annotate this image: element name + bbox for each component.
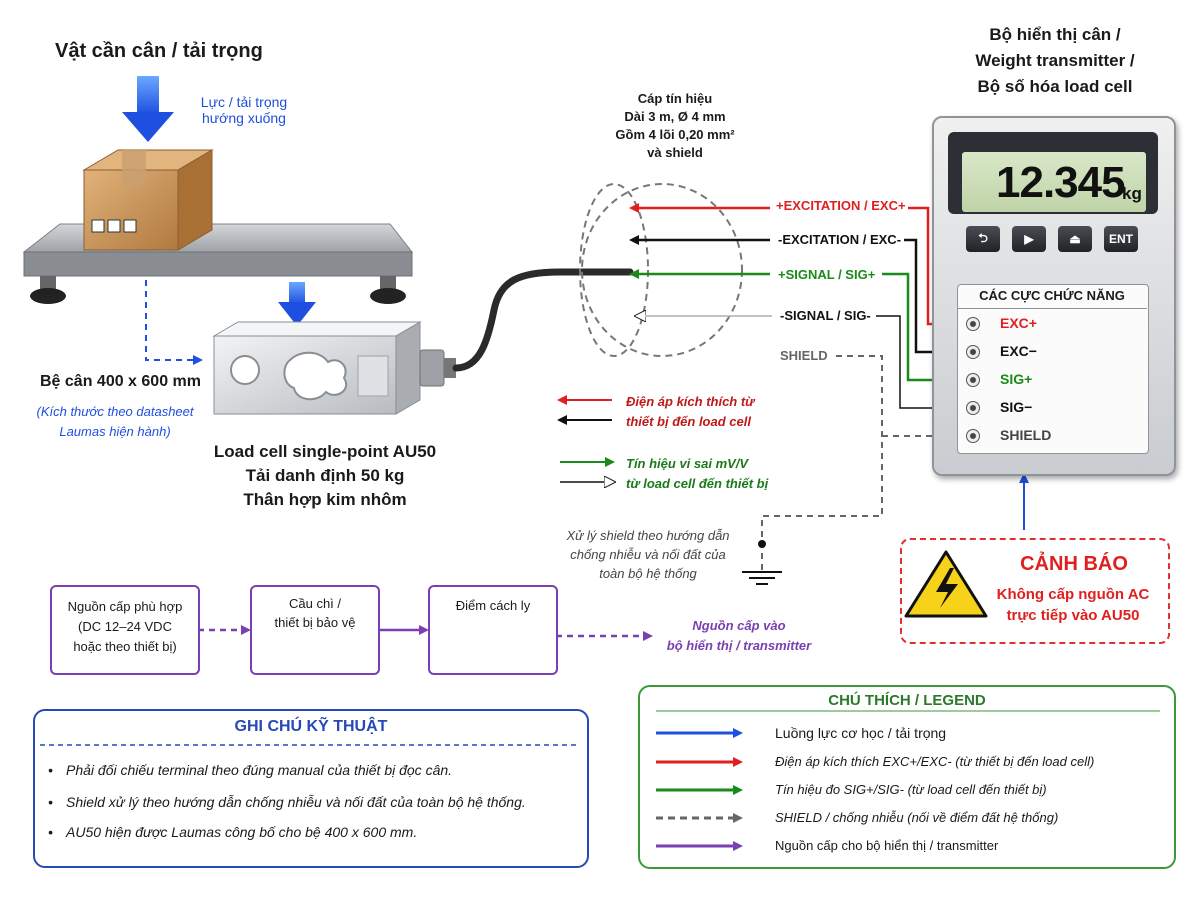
terminal-label-shield: SHIELD bbox=[1000, 427, 1052, 443]
warning-box bbox=[900, 538, 1170, 644]
terminal-exc-minus[interactable] bbox=[966, 345, 980, 359]
cable-spec: Cáp tín hiệu Dài 3 m, Ø 4 mm Gồm 4 lõi 0… bbox=[615, 91, 735, 160]
terminal-label-sig-minus: SIG− bbox=[1000, 399, 1033, 415]
terminal-panel-title: CÁC CỰC CHỨC NĂNG bbox=[957, 284, 1147, 309]
fuse-text: Cầu chì / thiết bị bảo vệ bbox=[274, 596, 356, 630]
shield-note: Xử lý shield theo hướng dẫn chống nhiễu … bbox=[566, 528, 730, 581]
warning-text: Không cấp nguồn AC trực tiếp vào AU50 bbox=[996, 586, 1150, 624]
legend-item-power: Nguồn cấp cho bộ hiển thị / transmitter bbox=[775, 838, 999, 853]
ground-icon bbox=[742, 540, 782, 585]
wire-label-exc-plus: +EXCITATION / EXC+ bbox=[776, 198, 906, 213]
enter-button[interactable]: ENT bbox=[1104, 226, 1138, 252]
wire-label-sig-minus: -SIGNAL / SIG- bbox=[780, 308, 871, 323]
legend-item-shield: SHIELD / chống nhiễu (nối về điểm đất hệ… bbox=[775, 810, 1059, 825]
terminal-exc-plus[interactable] bbox=[966, 317, 980, 331]
power-supply-box bbox=[50, 585, 200, 675]
fuse-box bbox=[250, 585, 380, 675]
notes-title: GHI CHÚ KỸ THUẬT bbox=[234, 718, 388, 735]
play-icon: ▶ bbox=[1024, 232, 1034, 246]
platform-title: Bệ cân 400 x 600 mm bbox=[40, 373, 201, 390]
legend-item-excitation: Điện áp kích thích EXC+/EXC- (từ thiết b… bbox=[775, 754, 1095, 769]
warning-title: CẢNH BÁO bbox=[1020, 553, 1128, 575]
back-button[interactable]: ⮌ bbox=[966, 226, 1000, 252]
sig-note: Tín hiệu vi sai mV/V từ load cell đến th… bbox=[626, 456, 769, 491]
isolation-box bbox=[428, 585, 558, 675]
next-button[interactable]: ▶ bbox=[1012, 226, 1046, 252]
terminal-panel bbox=[957, 284, 1149, 454]
terminal-label-sig-plus: SIG+ bbox=[1000, 371, 1033, 387]
enter-button-label: ENT bbox=[1109, 232, 1133, 246]
scale-platform-icon bbox=[22, 223, 414, 304]
legend-item-signal: Tín hiệu đo SIG+/SIG- (từ load cell đến … bbox=[775, 782, 1047, 797]
high-voltage-warning-icon bbox=[904, 550, 988, 618]
technical-notes-box bbox=[33, 709, 589, 868]
display-screen bbox=[962, 152, 1146, 212]
terminal-sig-minus[interactable] bbox=[966, 401, 980, 415]
power-supply-text: Nguồn cấp phù hợp (DC 12–24 VDC hoặc the… bbox=[67, 599, 183, 654]
terminal-label-exc-plus: EXC+ bbox=[1000, 315, 1037, 331]
load-object-title: Vật cần cân / tải trọng bbox=[55, 40, 263, 62]
power-output-text: Nguồn cấp vào bộ hiển thị / transmitter bbox=[666, 618, 812, 653]
load-cell-icon bbox=[212, 321, 456, 415]
wire-label-sig-plus: +SIGNAL / SIG+ bbox=[778, 267, 876, 282]
terminal-label-exc-minus: EXC− bbox=[1000, 343, 1037, 359]
legend-box bbox=[638, 685, 1176, 869]
isolation-text: Điểm cách ly bbox=[455, 598, 531, 613]
legend-item-force: Luồng lực cơ học / tải trọng bbox=[775, 725, 947, 741]
transmitter-title: Bộ hiển thị cân / Weight transmitter / B… bbox=[975, 25, 1135, 96]
force-label: Lực / tải trọng hướng xuống bbox=[200, 94, 288, 126]
terminal-shield[interactable] bbox=[966, 429, 980, 443]
force-arrow-icon bbox=[122, 76, 174, 142]
terminal-sig-plus[interactable] bbox=[966, 373, 980, 387]
load-cell-label: Load cell single-point AU50 Tải danh địn… bbox=[213, 442, 437, 509]
wire-label-shield: SHIELD bbox=[780, 348, 828, 363]
cardboard-box-icon bbox=[82, 149, 214, 251]
exc-note: Điện áp kích thích từ thiết bị đến load … bbox=[626, 394, 755, 429]
back-icon: ⮌ bbox=[978, 230, 988, 245]
display-unit: kg bbox=[1122, 184, 1142, 203]
wire-label-exc-minus: -EXCITATION / EXC- bbox=[778, 232, 902, 247]
legend-title: CHÚ THÍCH / LEGEND bbox=[828, 692, 986, 709]
display-value: 12.345 bbox=[996, 158, 1126, 207]
load-arrow-icon bbox=[278, 282, 316, 326]
platform-note: (Kích thước theo datasheet Laumas hiện h… bbox=[36, 404, 194, 439]
up-button[interactable]: ⏏ bbox=[1058, 226, 1092, 252]
home-up-icon: ⏏ bbox=[1069, 232, 1081, 246]
cable-shield-icon bbox=[579, 183, 743, 357]
